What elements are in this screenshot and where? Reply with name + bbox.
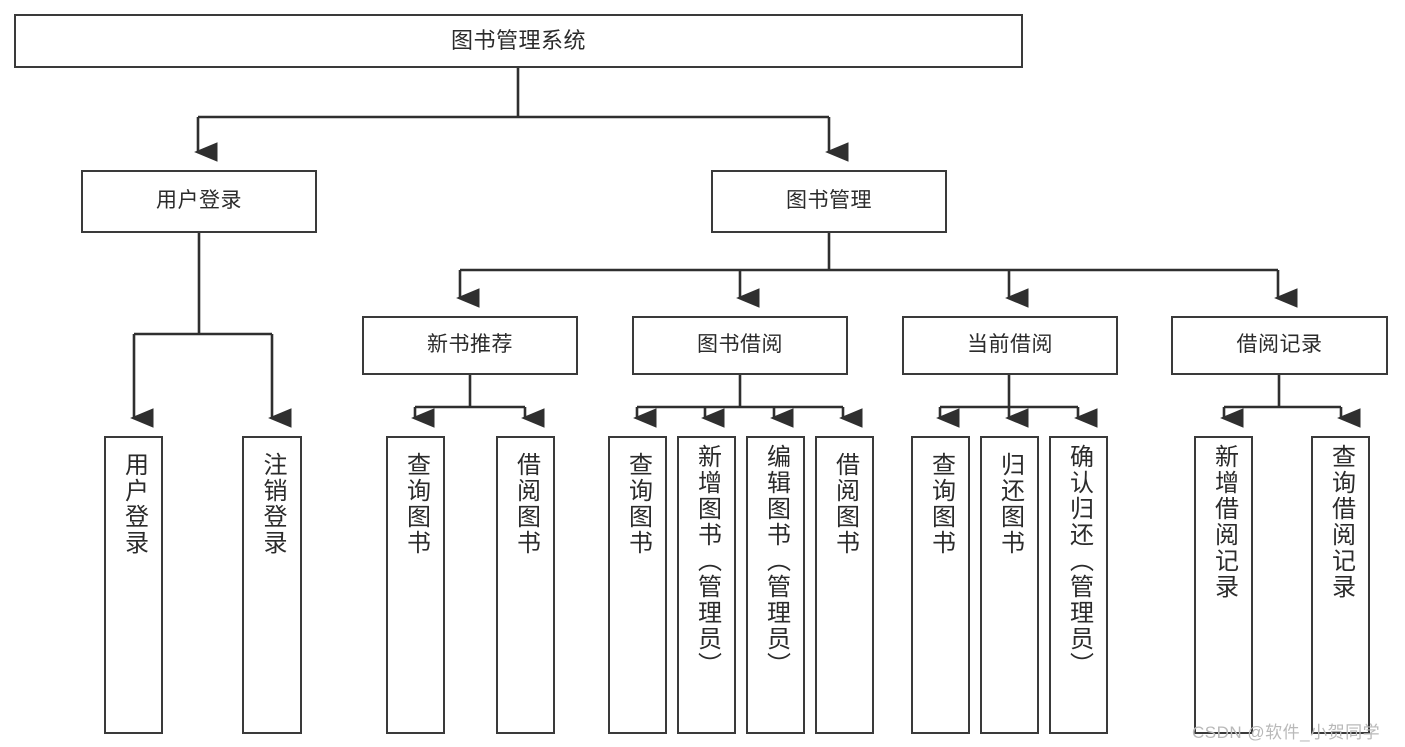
node-label: 借阅图书 [512, 452, 540, 556]
leaf-query-book-borrow[interactable]: 查询图书 [608, 436, 667, 734]
leaf-logout-login[interactable]: 注销登录 [242, 436, 302, 734]
leaf-add-borrow-record[interactable]: 新增借阅记录 [1194, 436, 1253, 734]
node-label: 归还图书 [996, 452, 1024, 556]
node-label: 查询图书 [927, 452, 955, 556]
node-label: 用户登录 [120, 452, 148, 556]
node-label: 借阅记录 [1236, 333, 1323, 357]
node-label: 用户登录 [156, 189, 242, 213]
node-label: 注销登录 [259, 452, 286, 556]
node-label: 图书借阅 [697, 333, 783, 357]
leaf-add-book-admin[interactable]: 新增图书（管理员） [677, 436, 736, 734]
leaf-borrow-book[interactable]: 借阅图书 [815, 436, 874, 734]
node-book-management[interactable]: 图书管理 [711, 170, 947, 233]
node-current-borrow[interactable]: 当前借阅 [902, 316, 1118, 375]
leaf-return-book[interactable]: 归还图书 [980, 436, 1039, 734]
leaf-borrow-book-new[interactable]: 借阅图书 [496, 436, 555, 734]
leaf-edit-book-admin[interactable]: 编辑图书（管理员） [746, 436, 805, 734]
node-label: 确认归还（管理员） [1065, 444, 1093, 678]
node-label: 当前借阅 [967, 333, 1053, 357]
node-label: 新增图书（管理员） [693, 444, 721, 678]
node-root-system[interactable]: 图书管理系统 [14, 14, 1023, 68]
node-user-login[interactable]: 用户登录 [81, 170, 317, 233]
node-label: 新增借阅记录 [1210, 444, 1238, 600]
node-label: 借阅图书 [831, 452, 859, 556]
node-label: 图书管理 [786, 189, 872, 213]
node-label: 编辑图书（管理员） [762, 444, 790, 678]
leaf-confirm-return-admin[interactable]: 确认归还（管理员） [1049, 436, 1108, 734]
node-borrow-record[interactable]: 借阅记录 [1171, 316, 1388, 375]
leaf-user-login[interactable]: 用户登录 [104, 436, 163, 734]
node-label: 查询图书 [624, 452, 652, 556]
node-book-borrow[interactable]: 图书借阅 [632, 316, 848, 375]
node-new-book-recommend[interactable]: 新书推荐 [362, 316, 578, 375]
leaf-query-book-current[interactable]: 查询图书 [911, 436, 970, 734]
csdn-watermark: CSDN @软件_小贺同学 [1192, 723, 1381, 742]
leaf-query-borrow-record[interactable]: 查询借阅记录 [1311, 436, 1370, 734]
node-label: 新书推荐 [427, 333, 513, 357]
node-label: 查询借阅记录 [1327, 444, 1355, 600]
node-label: 查询图书 [402, 452, 430, 556]
node-label: 图书管理系统 [450, 28, 586, 54]
leaf-query-book-new[interactable]: 查询图书 [386, 436, 445, 734]
